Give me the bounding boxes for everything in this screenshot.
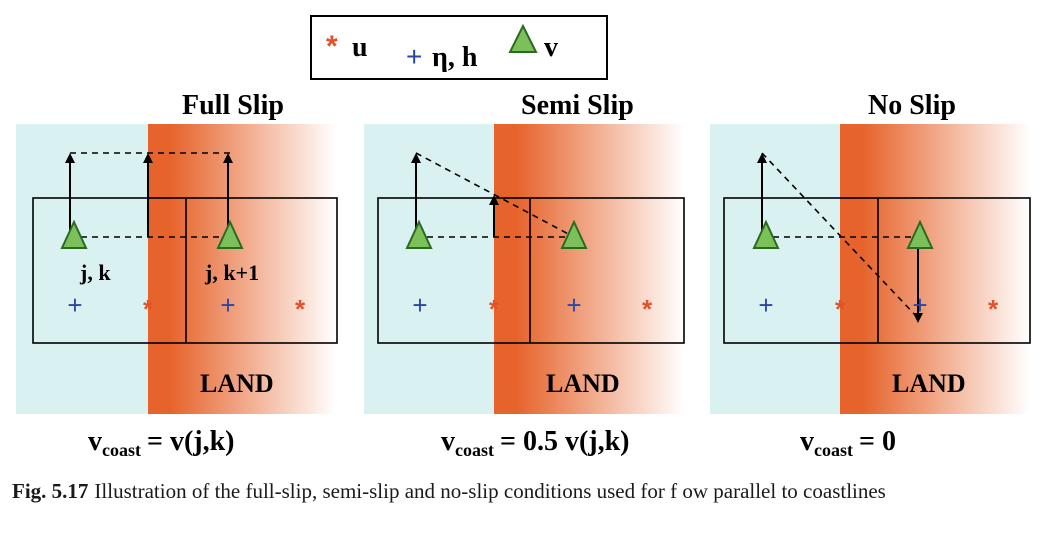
plus-marker: + [566,290,581,320]
formula-var: v [441,426,455,457]
star-marker: * [835,294,846,324]
formula: vcoast = 0 [800,426,896,460]
caption-text: Illustration of the full-slip, semi-slip… [94,479,886,503]
slip-conditions-figure: * u + η, h v Full Slip j, k j, k+1 + * +… [16,15,1031,460]
legend-v-label: v [544,32,558,63]
panel-title: No Slip [868,90,956,121]
formula-rhs: = 0 [859,426,896,457]
water-area [364,124,494,414]
formula-var: v [88,426,102,457]
star-marker: * [143,294,154,324]
cell-label: j, k+1 [204,260,259,285]
legend-u-symbol: * [326,30,338,63]
plus-marker: + [758,290,773,320]
v-triangle-icon [216,219,244,249]
star-marker: * [295,294,306,324]
star-marker: * [642,294,653,324]
v-triangle-icon [60,219,88,249]
grid-box [377,197,685,344]
dashed-link [761,152,919,319]
panel-title: Full Slip [182,90,284,121]
land-label: LAND [892,369,966,398]
panel-no-slip: No Slip + * + * LAND vcoast = 0 [710,90,1031,460]
panel-full-slip: Full Slip j, k j, k+1 + * + * LAND vcoas… [16,90,338,460]
legend-u-label: u [352,32,368,63]
grid-box [723,197,1031,344]
land-label: LAND [546,369,620,398]
land-label: LAND [200,369,274,398]
plus-marker: + [220,290,235,320]
plus-marker: + [912,290,927,320]
formula-sub: coast [455,440,494,460]
water-area [16,124,148,414]
v-triangle-icon [752,219,780,249]
v-triangle-icon [906,219,934,249]
formula-rhs: = 0.5 v(j,k) [500,426,630,457]
cell-label: j, k [79,260,111,285]
legend: * u + η, h v [310,15,608,80]
panel-semi-slip: Semi Slip + * + * LAND vcoast = 0.5 v(j,k… [364,90,685,460]
formula: vcoast = v(j,k) [88,426,235,460]
legend-eta-h-label: η, h [432,42,478,73]
v-triangle-icon [405,219,433,249]
water-area [710,124,840,414]
figure-number: Fig. 5.17 [12,479,89,503]
legend-plus-symbol: + [406,41,422,72]
plus-marker: + [67,290,82,320]
land-area [148,124,336,414]
star-marker: * [988,294,999,324]
legend-box [310,15,608,80]
formula-rhs: = v(j,k) [147,426,235,457]
formula: vcoast = 0.5 v(j,k) [441,426,630,460]
land-area [494,124,684,414]
plus-marker: + [412,290,427,320]
legend-triangle-icon [508,23,538,53]
v-triangle-icon [560,219,588,249]
star-marker: * [489,294,500,324]
formula-sub: coast [102,440,141,460]
formula-sub: coast [814,440,853,460]
panel-title: Semi Slip [521,90,634,121]
grid-box [32,197,338,344]
formula-var: v [800,426,814,457]
